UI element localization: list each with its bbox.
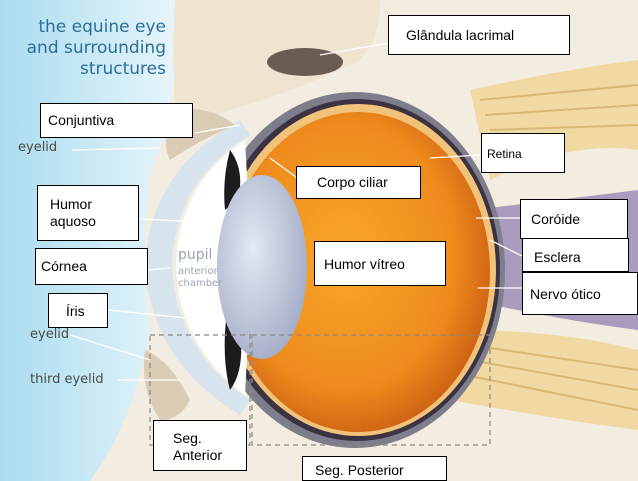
label-eyelid-lower: eyelid xyxy=(30,327,69,342)
label-esclera: Esclera xyxy=(522,238,629,272)
diagram-title: the equine eye and surrounding structure… xyxy=(20,17,166,80)
lacrimal-gland-shape xyxy=(267,48,343,76)
lens-shape xyxy=(217,175,307,359)
title-line-3: structures xyxy=(20,59,166,80)
label-seg-anterior-line1: Seg. xyxy=(173,430,246,447)
label-seg-anterior: Seg. Anterior xyxy=(153,420,247,471)
label-third-eyelid: third eyelid xyxy=(30,372,104,387)
label-humor-aquoso-line1: Humor xyxy=(50,196,138,213)
title-line-1: the equine eye xyxy=(20,17,166,38)
label-coroide: Coróide xyxy=(520,199,628,239)
label-humor-aquoso: Humor aquoso xyxy=(37,185,139,241)
label-seg-posterior: Seg. Posterior xyxy=(302,456,447,481)
label-iris: Íris xyxy=(48,293,108,328)
label-glandula-lacrimal: Glândula lacrimal xyxy=(388,15,570,55)
label-cornea: Córnea xyxy=(35,248,148,285)
label-retina: Retina xyxy=(481,133,565,173)
label-pupil: pupil xyxy=(178,247,212,263)
label-humor-aquoso-line2: aquoso xyxy=(50,213,138,230)
label-conjuntiva: Conjuntiva xyxy=(40,103,193,138)
label-humor-vitreo: Humor vítreo xyxy=(314,241,446,286)
label-anterior-1: anterior xyxy=(178,266,218,277)
label-anterior-2: chamber xyxy=(178,278,222,289)
title-line-2: and surrounding xyxy=(20,38,166,59)
label-nervo-otico: Nervo ótico xyxy=(522,272,638,315)
label-eyelid-upper: eyelid xyxy=(18,140,57,155)
label-corpo-ciliar: Corpo ciliar xyxy=(296,166,421,199)
label-seg-anterior-line2: Anterior xyxy=(173,447,246,464)
